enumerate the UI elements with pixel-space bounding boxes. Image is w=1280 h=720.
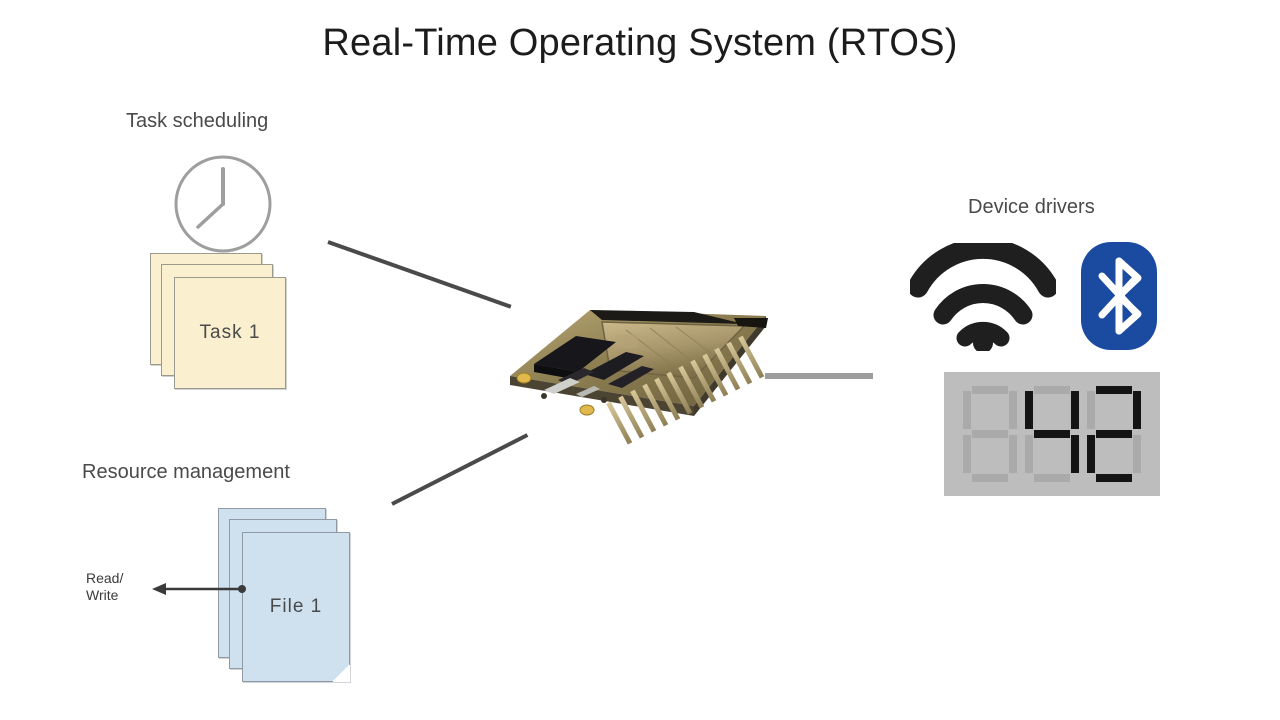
segment-e xyxy=(1087,435,1095,473)
segment-e xyxy=(1025,435,1033,473)
page-fold-corner xyxy=(332,664,350,682)
segment-b xyxy=(1133,391,1141,429)
task-card-stack: Task 1 xyxy=(150,253,300,403)
segment-g xyxy=(1096,430,1132,438)
segment-e xyxy=(963,435,971,473)
seven-segment-digit-2 xyxy=(1025,386,1079,482)
seven-segment-digit-1 xyxy=(963,386,1017,482)
segment-f xyxy=(1087,391,1095,429)
task-card-front: Task 1 xyxy=(174,277,286,389)
bluetooth-icon xyxy=(1081,242,1157,350)
label-device-drivers: Device drivers xyxy=(968,196,1095,218)
read-write-line-1: Read/ xyxy=(86,570,124,586)
segment-c xyxy=(1133,435,1141,473)
segment-d xyxy=(1096,474,1132,482)
segment-b xyxy=(1009,391,1017,429)
segment-a xyxy=(972,386,1008,394)
segment-a xyxy=(1096,386,1132,394)
segment-d xyxy=(972,474,1008,482)
segment-a xyxy=(1034,386,1070,394)
file-card-label: File 1 xyxy=(269,596,323,617)
arrow-left-icon xyxy=(152,583,246,595)
wifi-icon xyxy=(910,243,1056,351)
connector-task-scheduling xyxy=(327,240,512,309)
label-resource-management: Resource management xyxy=(82,461,290,483)
segment-g xyxy=(972,430,1008,438)
page-title: Real-Time Operating System (RTOS) xyxy=(322,22,958,64)
esp32-dev-board xyxy=(510,310,768,445)
segment-f xyxy=(963,391,971,429)
segment-g xyxy=(1034,430,1070,438)
clock-icon xyxy=(174,155,272,253)
segment-c xyxy=(1009,435,1017,473)
seven-segment-display xyxy=(944,372,1160,496)
read-write-label: Read/ Write xyxy=(86,570,150,604)
segment-f xyxy=(1025,391,1033,429)
label-task-scheduling: Task scheduling xyxy=(126,110,269,132)
connector-device-drivers xyxy=(765,373,873,379)
seven-segment-digit-3 xyxy=(1087,386,1141,482)
segment-b xyxy=(1071,391,1079,429)
segment-d xyxy=(1034,474,1070,482)
task-card-label: Task 1 xyxy=(199,322,261,343)
read-write-line-2: Write xyxy=(86,587,119,603)
file-card-stack: File 1 xyxy=(218,508,378,698)
segment-c xyxy=(1071,435,1079,473)
file-card-front: File 1 xyxy=(242,532,350,682)
